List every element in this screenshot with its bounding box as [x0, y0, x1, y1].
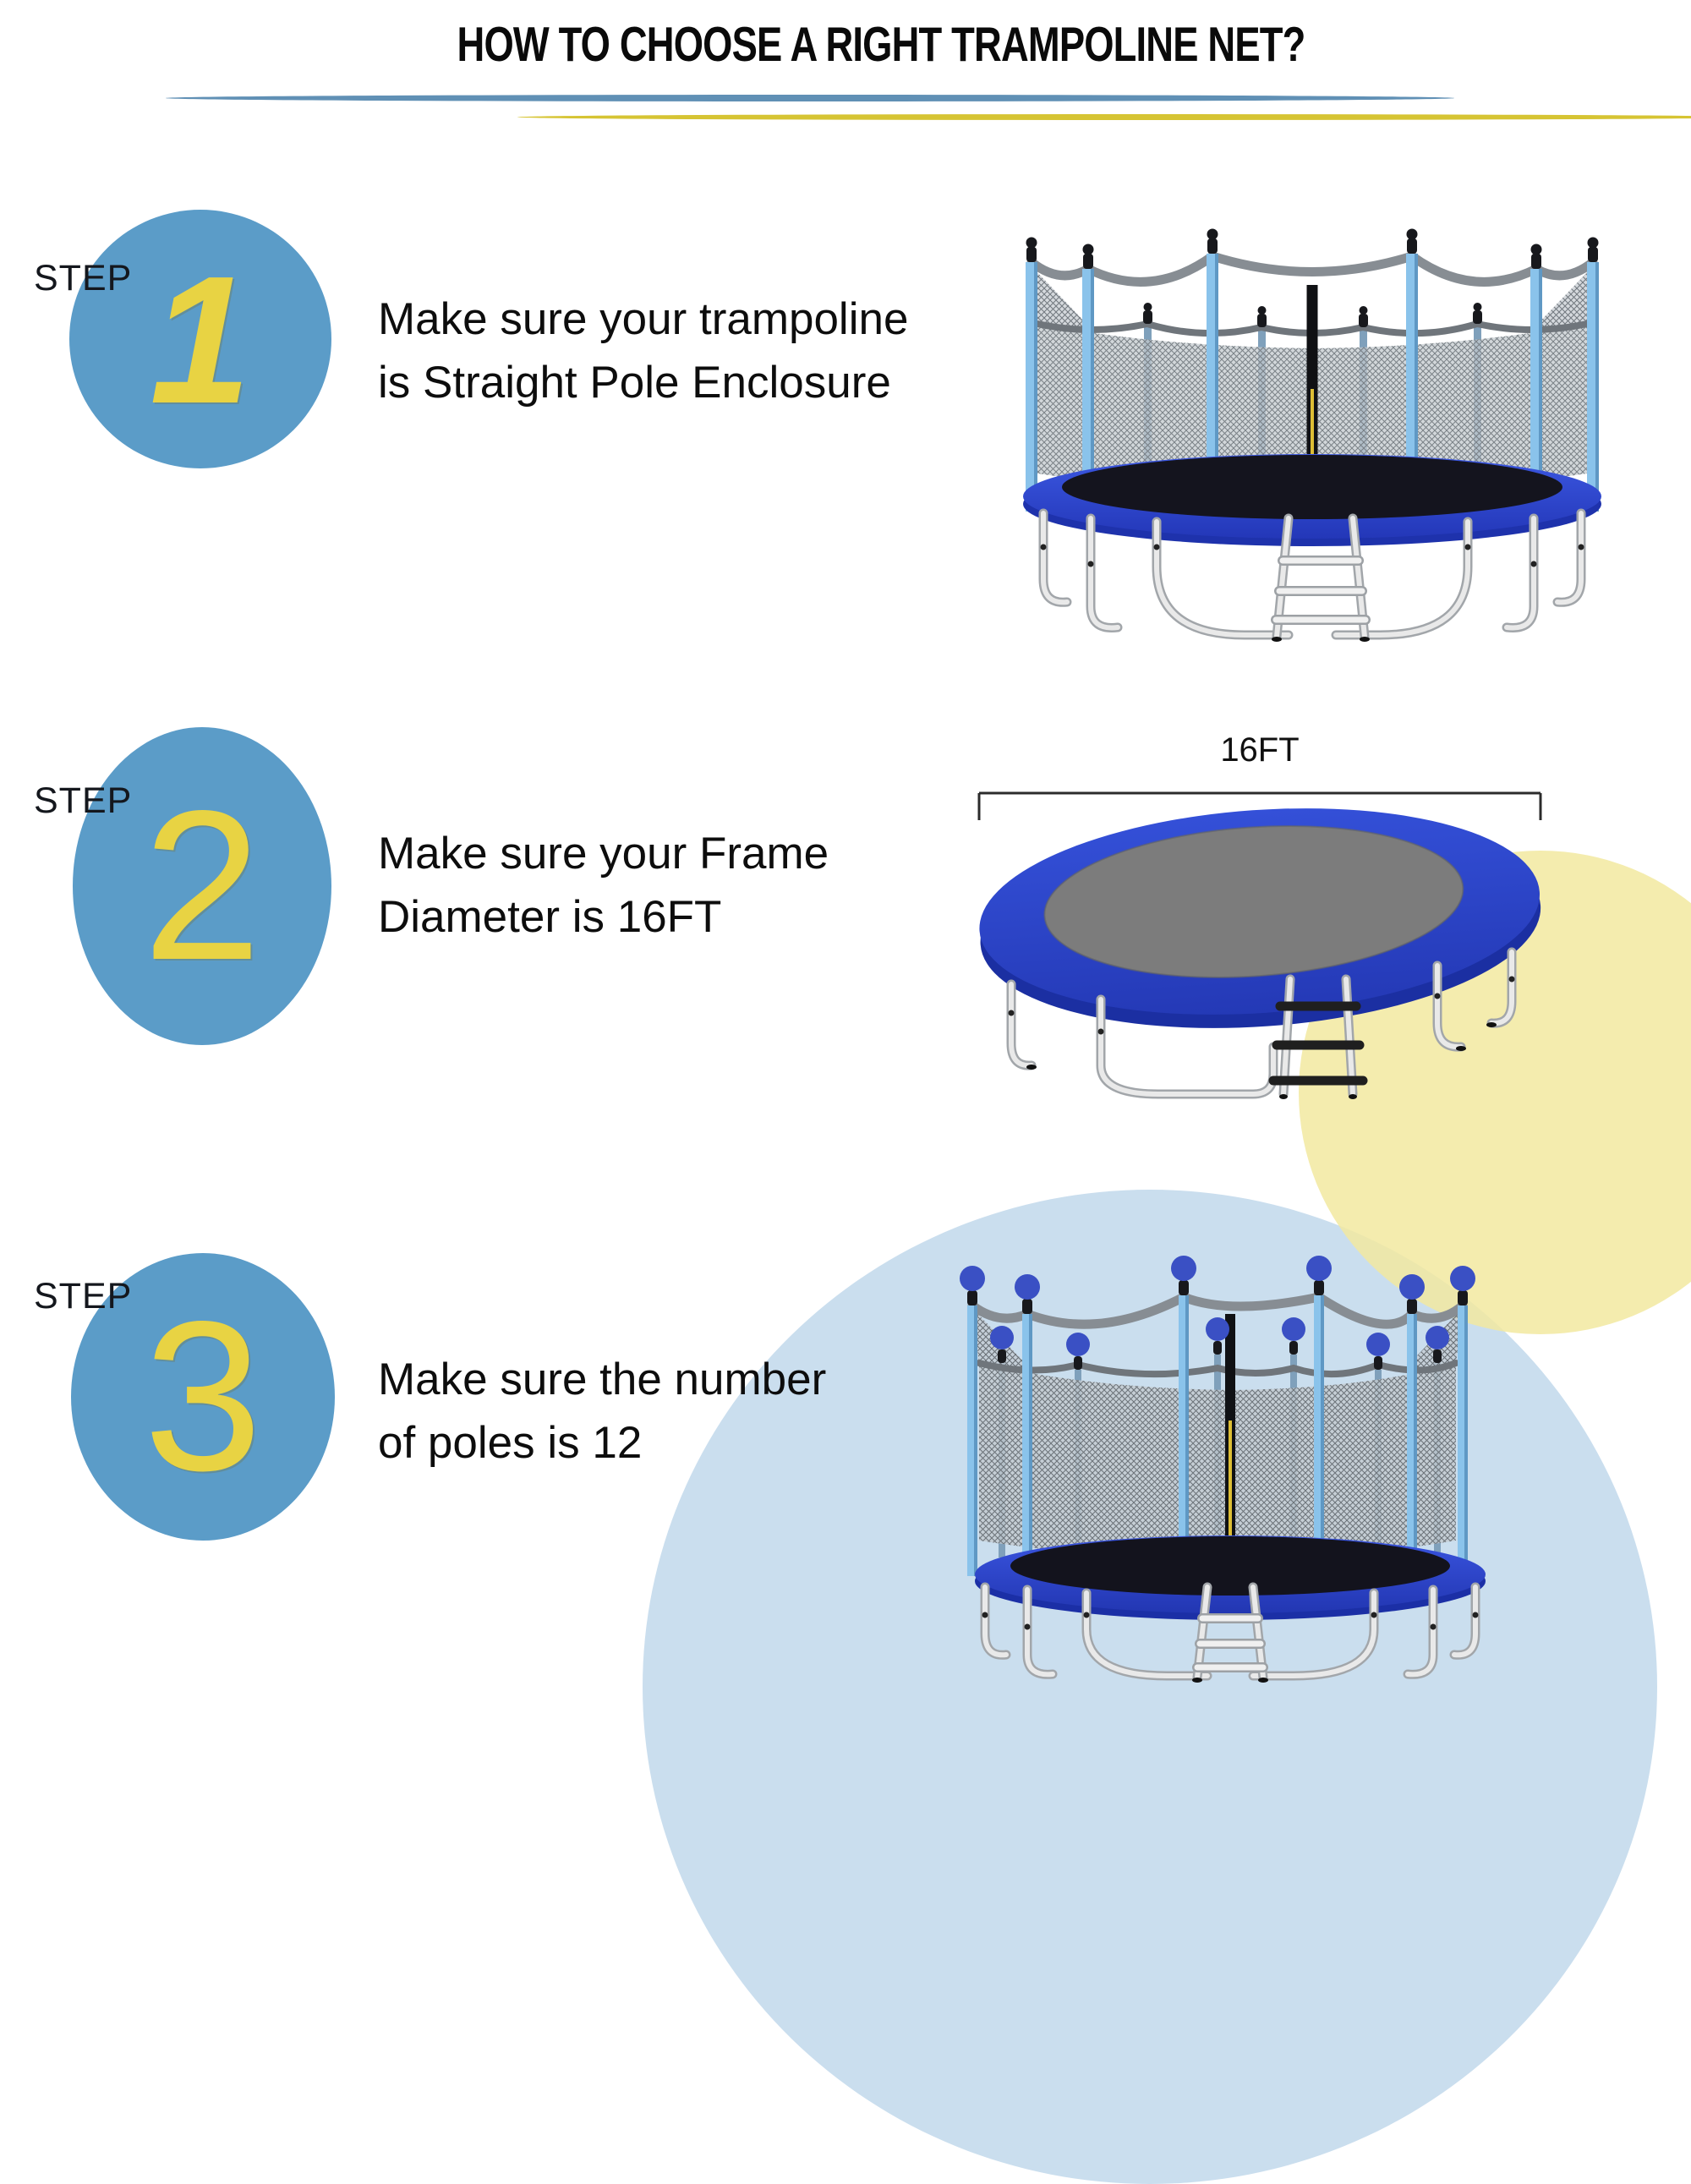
step-2-badge: 2	[73, 727, 331, 1045]
enclosure-poles	[1026, 228, 1599, 516]
page-title: HOW TO CHOOSE A RIGHT TRAMPOLINE NET?	[457, 18, 1306, 72]
step-3-text: Make sure the number of poles is 12	[378, 1348, 826, 1475]
net-zipper	[1225, 1314, 1235, 1551]
step-2-text-line2: Diameter is 16FT	[378, 892, 722, 943]
pole-caps	[967, 1280, 1468, 1370]
divider-line-blue	[166, 95, 1454, 101]
jump-mat	[1062, 455, 1562, 519]
trampoline-twelve-poles-illustration	[960, 1256, 1486, 1683]
step-1-badge: 1	[69, 210, 331, 468]
dimension-label: 16FT	[1220, 731, 1299, 769]
step-3-number: 3	[143, 1278, 263, 1515]
step-1-number: 1	[150, 237, 251, 441]
step-1-text-line1: Make sure your trampoline	[378, 294, 909, 344]
step-2-text: Make sure your Frame Diameter is 16FT	[378, 822, 829, 950]
divider-line-yellow	[517, 114, 1691, 120]
net-zipper	[1306, 285, 1318, 479]
pole-count-markers	[960, 1256, 1475, 1356]
jump-mat	[1044, 825, 1464, 977]
step-3-badge: 3	[71, 1253, 335, 1541]
step-2-label: STEP	[34, 780, 133, 821]
step-2-number: 2	[142, 767, 262, 1004]
step-3-label: STEP	[34, 1276, 133, 1316]
trampoline-pad	[979, 808, 1541, 1028]
step-2-text-line1: Make sure your Frame	[378, 829, 829, 879]
trampoline-pad	[1023, 454, 1601, 546]
ladder	[1271, 513, 1371, 642]
frame-legs	[980, 1582, 1480, 1681]
enclosure-net	[972, 1308, 1463, 1560]
ladder	[1192, 1582, 1268, 1683]
step-3-text-line2: of poles is 12	[378, 1418, 643, 1469]
ladder	[1268, 974, 1368, 1099]
step-3-text-line1: Make sure the number	[378, 1355, 827, 1404]
step-1-text-line2: is Straight Pole Enclosure	[378, 358, 891, 408]
inner-pole-caps	[1143, 303, 1482, 327]
trampoline-pad	[975, 1535, 1486, 1620]
enclosure-poles	[967, 1295, 1468, 1578]
jump-mat	[1010, 1536, 1450, 1596]
frame-legs	[1038, 508, 1586, 640]
trampoline-frame-diameter-illustration: 16FT	[977, 731, 1542, 1099]
dimension-bracket: 16FT	[977, 731, 1542, 820]
step-1-label: STEP	[34, 258, 133, 298]
net-top-rim	[1026, 250, 1598, 287]
step-1-text: Make sure your trampoline is Straight Po…	[378, 287, 908, 415]
trampoline-straight-pole-enclosure-illustration	[1023, 228, 1601, 642]
